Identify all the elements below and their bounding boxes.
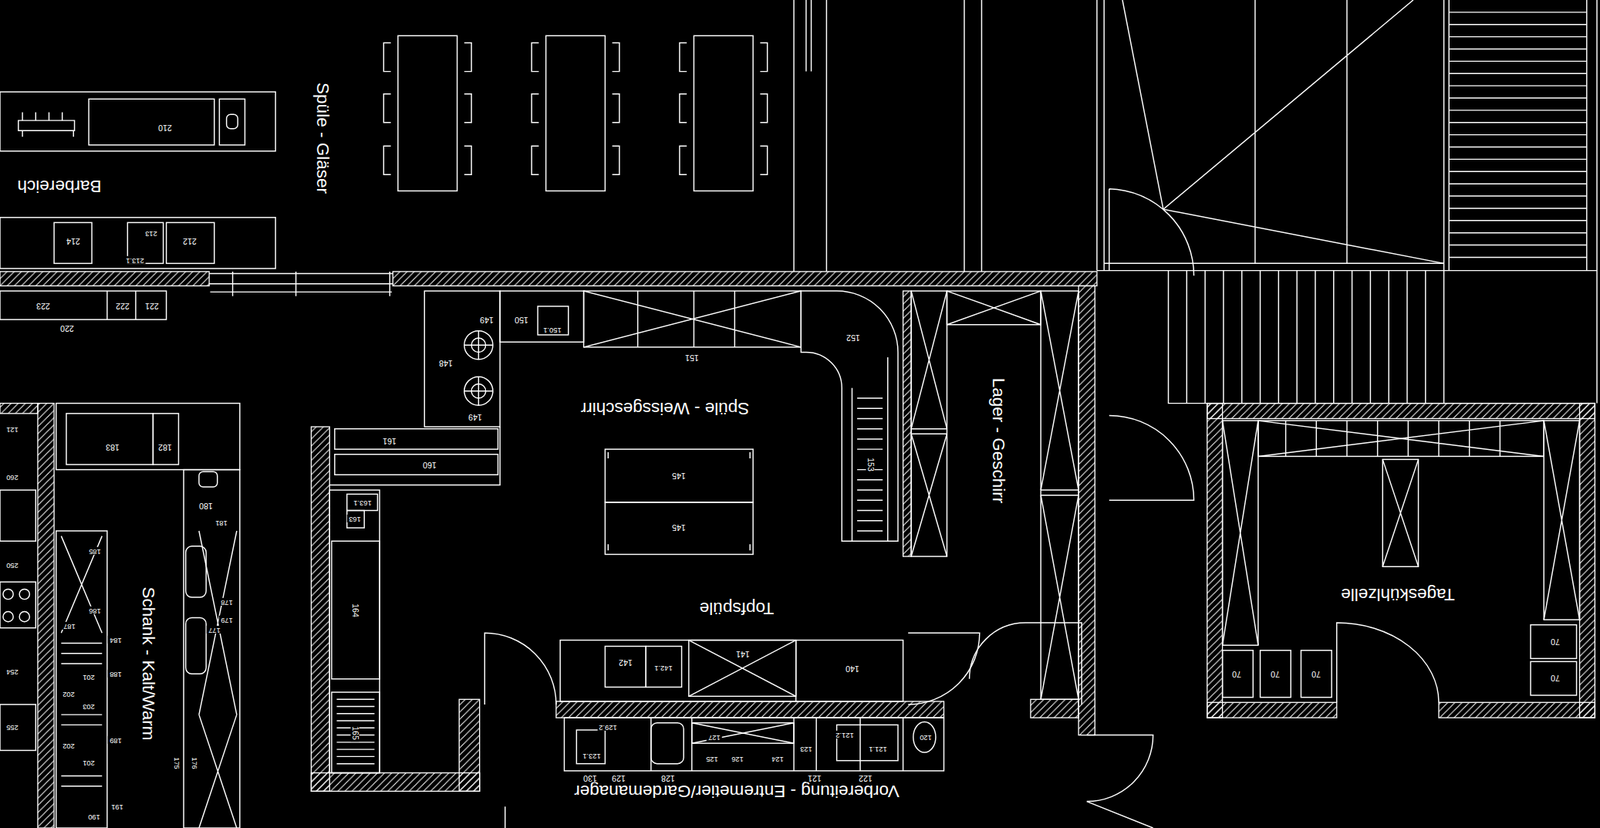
callout-number: 179 — [219, 615, 235, 624]
callout-number: 202 — [60, 690, 77, 699]
room-label: Lager - Geschirr — [989, 376, 1008, 506]
callout-number: 165 — [351, 724, 360, 742]
callout-number: 163 — [347, 514, 364, 523]
callout-number: 254 — [4, 667, 21, 676]
callout-number: 148 — [437, 357, 455, 367]
callout-number: 203 — [81, 702, 97, 710]
callout-number: 142.1 — [652, 663, 674, 672]
callout-number: 260 — [4, 472, 21, 481]
callout-number: 180 — [197, 500, 215, 510]
callout-number: 150 — [513, 314, 530, 324]
callout-number: 250 — [4, 560, 21, 569]
callout-number: 185 — [87, 546, 103, 555]
callout-number: 121 — [806, 772, 824, 782]
callout-number: 70 — [1549, 636, 1562, 645]
callout-number: 189 — [108, 735, 124, 744]
callout-number: 129 — [610, 772, 628, 782]
callout-number: 140 — [843, 664, 861, 673]
callout-number: 182 — [156, 442, 174, 452]
callout-number: 210 — [156, 123, 174, 132]
room-label: Barbereich — [15, 176, 103, 196]
callout-number: 181 — [213, 518, 230, 527]
room-label: Topfspüle — [698, 598, 776, 618]
callout-number: 130 — [581, 772, 599, 782]
callout-number: 178 — [219, 598, 235, 607]
callout-number: 213 — [143, 229, 159, 237]
callout-number: 190 — [86, 812, 102, 821]
callout-number: 201 — [81, 758, 97, 767]
callout-number: 70 — [1230, 668, 1243, 678]
callout-number: 191 — [109, 802, 125, 811]
room-label: Spüle - Weissgeschirr — [579, 398, 751, 418]
callout-number: 212 — [181, 236, 199, 246]
callout-number: 152 — [844, 332, 862, 341]
callout-number: 70 — [1309, 668, 1323, 678]
room-label: Spüle - Gläser — [313, 81, 332, 196]
callout-number: 142 — [617, 658, 635, 667]
callout-number: 183 — [104, 442, 122, 452]
callout-number: 220 — [58, 323, 76, 332]
callout-number: 141 — [734, 648, 752, 658]
callout-number: 177 — [206, 625, 223, 634]
callout-number: 187 — [61, 621, 78, 630]
callout-number: 175 — [172, 756, 180, 772]
callout-number: 213.1 — [124, 256, 146, 264]
callout-number: 202 — [60, 741, 77, 750]
callout-number: 128 — [660, 772, 678, 782]
callout-number: 255 — [4, 722, 21, 731]
callout-number: 186 — [87, 606, 103, 615]
callout-number: 221 — [143, 300, 161, 310]
callout-number: 122 — [857, 772, 875, 782]
callout-number: 145 — [670, 522, 688, 531]
callout-number: 160 — [421, 459, 439, 469]
room-label: Tageskühlzelle — [1339, 584, 1457, 604]
callout-number: 188 — [108, 669, 124, 678]
callout-number: 222 — [114, 300, 132, 310]
callout-number: 163.1 — [351, 498, 373, 507]
callout-number: 123.1 — [581, 751, 603, 760]
callout-number: 151 — [683, 352, 701, 362]
callout-number: 149 — [467, 411, 485, 421]
callout-number: 120 — [918, 732, 934, 741]
callout-number: 153 — [866, 455, 875, 473]
callout-number: 145 — [670, 471, 688, 480]
callout-number: 150.1 — [541, 325, 563, 334]
callout-number: 121 — [4, 425, 21, 433]
callout-number: 214 — [64, 236, 82, 246]
callout-number: 70 — [1269, 668, 1282, 678]
callout-number: 127 — [706, 732, 723, 741]
callout-number: 123 — [798, 744, 814, 753]
callout-number: 149 — [478, 314, 496, 324]
callout-number: 176 — [189, 756, 198, 772]
room-label: Schank - Kalt/Warm — [138, 584, 158, 742]
callout-number: 124 — [769, 754, 786, 763]
callout-number: 121.1 — [867, 744, 888, 753]
callout-number: 201 — [81, 672, 97, 681]
callout-number: 161 — [381, 436, 399, 446]
room-label: Vorbereitung - Entremetier/Gardemanager — [572, 781, 901, 800]
callout-number: 126 — [730, 754, 746, 763]
callout-number: 125 — [704, 754, 720, 763]
callout-number: 164 — [351, 601, 360, 619]
callout-number: 70 — [1549, 673, 1562, 682]
callout-number: 129.2 — [597, 722, 619, 731]
callout-number: 223 — [34, 300, 52, 310]
callout-number: 121.2 — [834, 730, 856, 739]
callout-number: 184 — [108, 635, 124, 644]
